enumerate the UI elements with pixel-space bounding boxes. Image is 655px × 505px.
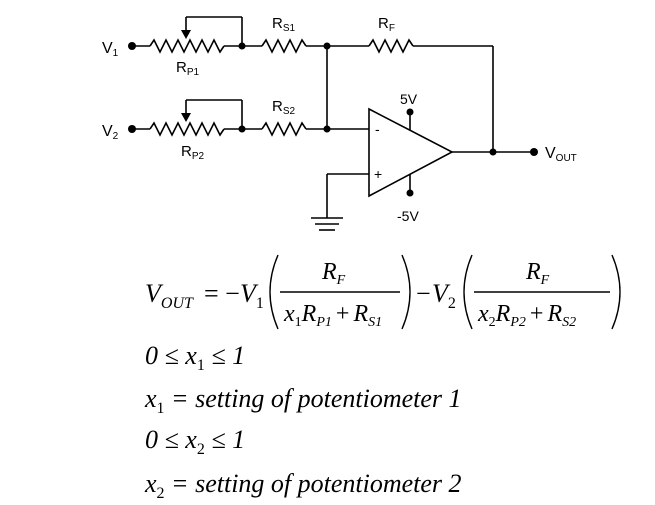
neg-supply-label: -5V — [397, 208, 419, 224]
ground-icon — [311, 217, 343, 231]
equation-minus: − — [416, 279, 431, 308]
right-paren-1 — [401, 254, 411, 330]
numerator-1: RF — [321, 259, 346, 288]
rp2-node-dot — [238, 125, 246, 133]
output-node-dot — [489, 148, 497, 156]
denominator-2: x2RP2+RS2 — [477, 301, 576, 330]
left-paren-1 — [269, 254, 279, 330]
rp2-resistor-symbol — [149, 121, 225, 137]
rp1-label: RP1 — [176, 59, 200, 78]
constraint-x2-range: 0 ≤ x2 ≤ 1 — [145, 425, 245, 458]
v2-label: V2 — [102, 123, 119, 142]
rp1-wiper-arrow — [181, 30, 191, 39]
rp2-label: RP2 — [181, 143, 205, 162]
constraint-x1-range: 0 ≤ x1 ≤ 1 — [145, 341, 245, 374]
left-paren-2 — [463, 254, 473, 330]
vout-label: VOUT — [545, 145, 577, 164]
summing-node-bottom-dot — [323, 125, 331, 133]
numerator-2: RF — [525, 259, 550, 288]
definition-x2: x2 = setting of potentiometer 2 — [144, 469, 462, 502]
rf-label: RF — [378, 15, 395, 34]
right-paren-2 — [611, 254, 621, 330]
neg-supply-dot — [406, 189, 414, 197]
rp1-resistor-symbol — [149, 38, 225, 54]
definition-x1: x1 = setting of potentiometer 1 — [144, 384, 462, 417]
equation-equals-minus: = − — [204, 279, 240, 308]
v1-terminal-dot — [128, 42, 136, 50]
denominator-1: x1RP1+RS1 — [283, 301, 382, 330]
rs1-resistor-symbol — [261, 38, 307, 54]
rp2-wiper-arrow — [181, 113, 191, 122]
summing-node-top-dot — [323, 42, 331, 50]
vout-terminal-dot — [530, 148, 538, 156]
v1-label: V1 — [102, 40, 119, 59]
equation-v2: V2 — [432, 279, 456, 312]
rs2-resistor-symbol — [261, 121, 307, 137]
rp1-node-dot — [238, 42, 246, 50]
inverting-input-sign: - — [375, 121, 380, 137]
v2-terminal-dot — [128, 125, 136, 133]
equation-v1: V1 — [240, 279, 264, 312]
rf-resistor-symbol — [368, 38, 414, 54]
pos-supply-label: 5V — [400, 91, 418, 107]
equation-lhs: VOUT — [145, 279, 194, 312]
noninverting-input-sign: + — [374, 166, 382, 182]
pos-supply-dot — [406, 108, 414, 116]
rs2-label: RS2 — [272, 98, 296, 117]
rs1-label: RS1 — [272, 15, 296, 34]
